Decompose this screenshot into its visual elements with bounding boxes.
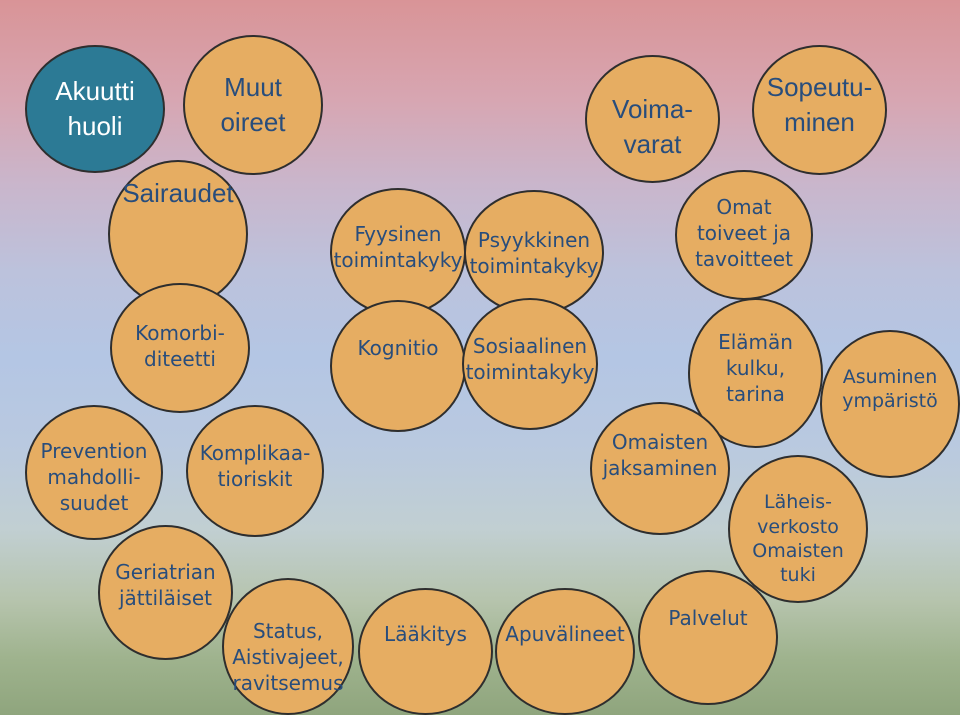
node-label: Akuutti huoli bbox=[55, 75, 135, 141]
node-laakitys: Lääkitys bbox=[358, 588, 493, 715]
node-label: Fyysinen toimintakyky bbox=[333, 222, 463, 272]
node-label: Palvelut bbox=[668, 605, 748, 630]
node-voimavarat: Voima- varat bbox=[585, 55, 720, 183]
node-sopeutuminen: Sopeutu- minen bbox=[752, 45, 887, 175]
node-elaman-kulku: Elämän kulku, tarina bbox=[688, 298, 823, 448]
node-label: Asuminen ympäristö bbox=[842, 365, 938, 412]
node-label: Sosiaalinen toimintakyky bbox=[465, 334, 595, 384]
node-label: Komplikaa- tioriskit bbox=[199, 441, 311, 491]
node-label: Sairaudet bbox=[122, 178, 234, 209]
node-muut-oireet: Muut oireet bbox=[183, 35, 323, 175]
node-palvelut: Palvelut bbox=[638, 570, 778, 705]
node-label: Prevention mahdolli- suudet bbox=[40, 438, 148, 515]
node-label: Voima- varat bbox=[612, 93, 693, 159]
node-laheisverkosto: Läheis- verkosto Omaisten tuki bbox=[728, 455, 868, 603]
node-komplikaatioriskit: Komplikaa- tioriskit bbox=[186, 405, 324, 537]
node-komorbiditeetti: Komorbi- diteetti bbox=[110, 283, 250, 413]
node-asuminen: Asuminen ympäristö bbox=[820, 330, 960, 478]
node-label: Läheis- verkosto Omaisten tuki bbox=[752, 491, 844, 587]
node-label: Elämän kulku, tarina bbox=[718, 330, 793, 406]
node-status: Status, Aistivajeet, ravitsemus bbox=[222, 578, 354, 715]
node-prevention: Prevention mahdolli- suudet bbox=[25, 405, 163, 540]
node-sosiaalinen-toimintakyky: Sosiaalinen toimintakyky bbox=[462, 298, 598, 430]
node-label: Komorbi- diteetti bbox=[135, 321, 225, 371]
node-label: Kognitio bbox=[357, 336, 439, 360]
node-omaisten-jaksaminen: Omaisten jaksaminen bbox=[590, 402, 730, 535]
node-label: Omat toiveet ja tavoitteet bbox=[695, 195, 793, 271]
node-kognitio: Kognitio bbox=[330, 300, 466, 432]
node-omat-toiveet: Omat toiveet ja tavoitteet bbox=[675, 170, 813, 300]
node-label: Apuvälineet bbox=[505, 621, 625, 646]
node-akuutti-huoli: Akuutti huoli bbox=[25, 45, 165, 173]
node-label: Omaisten jaksaminen bbox=[602, 429, 718, 480]
node-fyysinen-toimintakyky: Fyysinen toimintakyky bbox=[330, 188, 466, 316]
node-label: Psyykkinen toimintakyky bbox=[469, 227, 599, 278]
node-label: Lääkitys bbox=[384, 621, 467, 646]
node-label: Sopeutu- minen bbox=[766, 71, 873, 137]
node-label: Status, Aistivajeet, ravitsemus bbox=[232, 618, 344, 695]
node-psyykkinen-toimintakyky: Psyykkinen toimintakyky bbox=[464, 190, 604, 315]
node-apuvalineet: Apuvälineet bbox=[495, 588, 635, 715]
node-label: Geriatrian jättiläiset bbox=[115, 559, 216, 610]
node-label: Muut oireet bbox=[220, 71, 286, 137]
node-geriatrian: Geriatrian jättiläiset bbox=[98, 525, 233, 660]
